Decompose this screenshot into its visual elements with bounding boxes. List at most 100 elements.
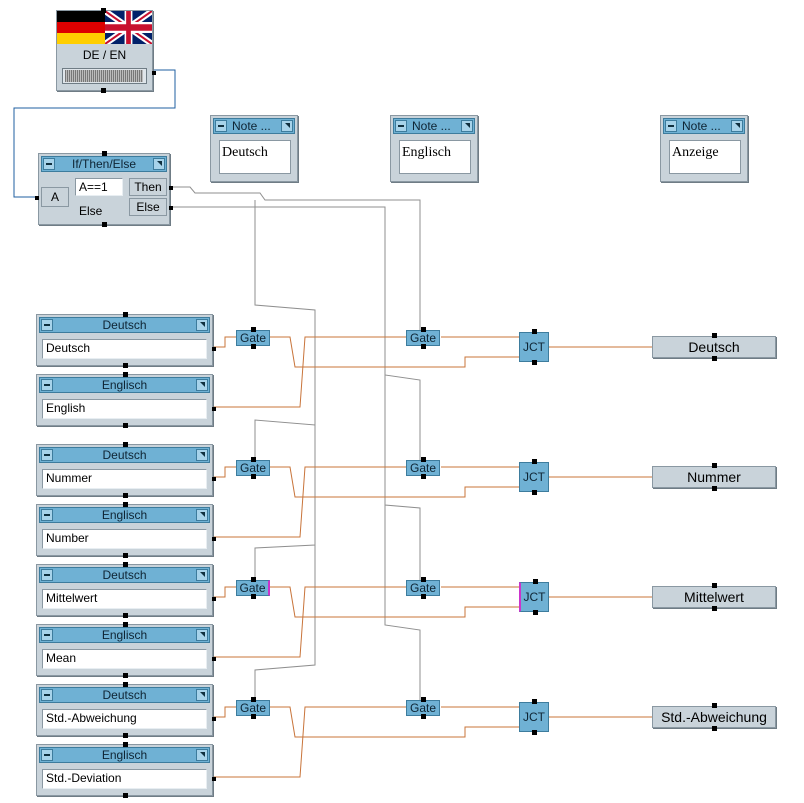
display-std-abweichung: Std.-Abweichung xyxy=(652,703,776,731)
sequence-pin xyxy=(251,344,256,349)
sequence-pin xyxy=(532,699,537,704)
text-box-title: Englisch xyxy=(101,508,148,522)
text-value-field[interactable]: Std.-Deviation xyxy=(42,769,207,789)
menu-icon[interactable] xyxy=(196,379,208,391)
minimize-icon[interactable] xyxy=(41,569,53,581)
sequence-pin xyxy=(251,327,256,332)
text-box-deutsch-2: Deutsch Nummer xyxy=(36,442,216,498)
minimize-icon[interactable] xyxy=(41,449,53,461)
gate-block[interactable]: Gate xyxy=(406,577,440,599)
else-label: Else xyxy=(79,204,103,218)
note-text[interactable]: Deutsch xyxy=(219,140,291,174)
text-box-title: Deutsch xyxy=(102,448,147,462)
menu-icon[interactable] xyxy=(196,509,208,521)
display-nummer: Nummer xyxy=(652,463,776,491)
gate-block[interactable]: Gate xyxy=(236,457,270,479)
sequence-pin xyxy=(251,697,256,702)
text-box-englisch-4: Englisch Std.-Deviation xyxy=(36,742,216,798)
text-box-titlebar[interactable]: Deutsch xyxy=(39,687,210,703)
ifthen-titlebar[interactable]: If/Then/Else xyxy=(41,156,167,172)
note-titlebar[interactable]: Note ... xyxy=(663,118,745,134)
text-box-titlebar[interactable]: Englisch xyxy=(39,627,210,643)
menu-icon[interactable] xyxy=(196,629,208,641)
menu-icon[interactable] xyxy=(461,120,473,132)
menu-icon[interactable] xyxy=(196,749,208,761)
minimize-icon[interactable] xyxy=(41,689,53,701)
text-box-titlebar[interactable]: Deutsch xyxy=(39,447,210,463)
text-value-field[interactable]: English xyxy=(42,399,207,419)
junction-block[interactable]: JCT xyxy=(519,579,549,615)
sequence-pin xyxy=(712,333,717,338)
junction-block[interactable]: JCT xyxy=(519,329,549,365)
text-value-field[interactable]: Mean xyxy=(42,649,207,669)
junction-block[interactable]: JCT xyxy=(519,699,549,735)
minimize-icon[interactable] xyxy=(41,379,53,391)
text-box-titlebar[interactable]: Deutsch xyxy=(39,567,210,583)
menu-icon[interactable] xyxy=(196,319,208,331)
sequence-pin xyxy=(532,459,537,464)
slider-handle[interactable] xyxy=(65,70,143,82)
text-box-englisch-3: Englisch Mean xyxy=(36,622,216,678)
text-value-field[interactable]: Std.-Abweichung xyxy=(42,709,207,729)
display-mittelwert: Mittelwert xyxy=(652,583,776,611)
minimize-icon[interactable] xyxy=(665,120,677,132)
menu-icon[interactable] xyxy=(196,569,208,581)
sequence-pin xyxy=(712,356,717,361)
gate-block[interactable]: Gate xyxy=(236,577,270,599)
language-switch: DE / EN xyxy=(56,8,156,93)
menu-icon[interactable] xyxy=(281,120,293,132)
text-value-field[interactable]: Number xyxy=(42,529,207,549)
text-value-field[interactable]: Nummer xyxy=(42,469,207,489)
text-box-titlebar[interactable]: Englisch xyxy=(39,377,210,393)
note-title: Note ... xyxy=(682,119,721,133)
note-titlebar[interactable]: Note ... xyxy=(213,118,295,134)
sequence-pin xyxy=(532,490,537,495)
gate-block[interactable]: Gate xyxy=(406,327,440,349)
switch-slider[interactable] xyxy=(62,68,147,84)
text-box-titlebar[interactable]: Englisch xyxy=(39,747,210,763)
text-box-title: Deutsch xyxy=(102,318,147,332)
wire-then-branch xyxy=(254,425,316,580)
gate-block[interactable]: Gate xyxy=(236,697,270,719)
note-text[interactable]: Englisch xyxy=(399,140,471,174)
minimize-icon[interactable] xyxy=(41,629,53,641)
ifthen-title: If/Then/Else xyxy=(71,157,137,171)
wire-else-branch xyxy=(384,375,421,580)
sequence-pin xyxy=(421,474,426,479)
note-titlebar[interactable]: Note ... xyxy=(393,118,475,134)
note-text[interactable]: Anzeige xyxy=(669,140,741,174)
sequence-pin xyxy=(251,474,256,479)
menu-icon[interactable] xyxy=(196,449,208,461)
junction-block[interactable]: JCT xyxy=(519,459,549,495)
minimize-icon[interactable] xyxy=(215,120,227,132)
minimize-icon[interactable] xyxy=(43,158,55,170)
else-output[interactable]: Else xyxy=(129,198,167,216)
minimize-icon[interactable] xyxy=(41,319,53,331)
sequence-pin xyxy=(421,457,426,462)
text-box-titlebar[interactable]: Deutsch xyxy=(39,317,210,333)
text-box-englisch-2: Englisch Number xyxy=(36,502,216,558)
menu-icon[interactable] xyxy=(731,120,743,132)
menu-icon[interactable] xyxy=(153,158,165,170)
text-value-field[interactable]: Mittelwert xyxy=(42,589,207,609)
condition-field[interactable]: A==1 xyxy=(75,178,123,196)
minimize-icon[interactable] xyxy=(395,120,407,132)
text-box-deutsch-4: Deutsch Std.-Abweichung xyxy=(36,682,216,738)
menu-icon[interactable] xyxy=(196,689,208,701)
input-a-terminal[interactable]: A xyxy=(41,187,69,207)
gate-block[interactable]: Gate xyxy=(406,457,440,479)
sequence-pin xyxy=(712,583,717,588)
text-box-deutsch-3: Deutsch Mittelwert xyxy=(36,562,216,618)
note-title: Note ... xyxy=(232,119,271,133)
minimize-icon[interactable] xyxy=(41,749,53,761)
gate-block[interactable]: Gate xyxy=(236,327,270,349)
gate-block[interactable]: Gate xyxy=(406,697,440,719)
sequence-pin xyxy=(421,577,426,582)
text-box-title: Englisch xyxy=(101,748,148,762)
text-box-titlebar[interactable]: Englisch xyxy=(39,507,210,523)
then-output[interactable]: Then xyxy=(129,178,167,196)
note-deutsch: Note ... Deutsch xyxy=(210,115,298,182)
minimize-icon[interactable] xyxy=(41,509,53,521)
text-value-field[interactable]: Deutsch xyxy=(42,339,207,359)
